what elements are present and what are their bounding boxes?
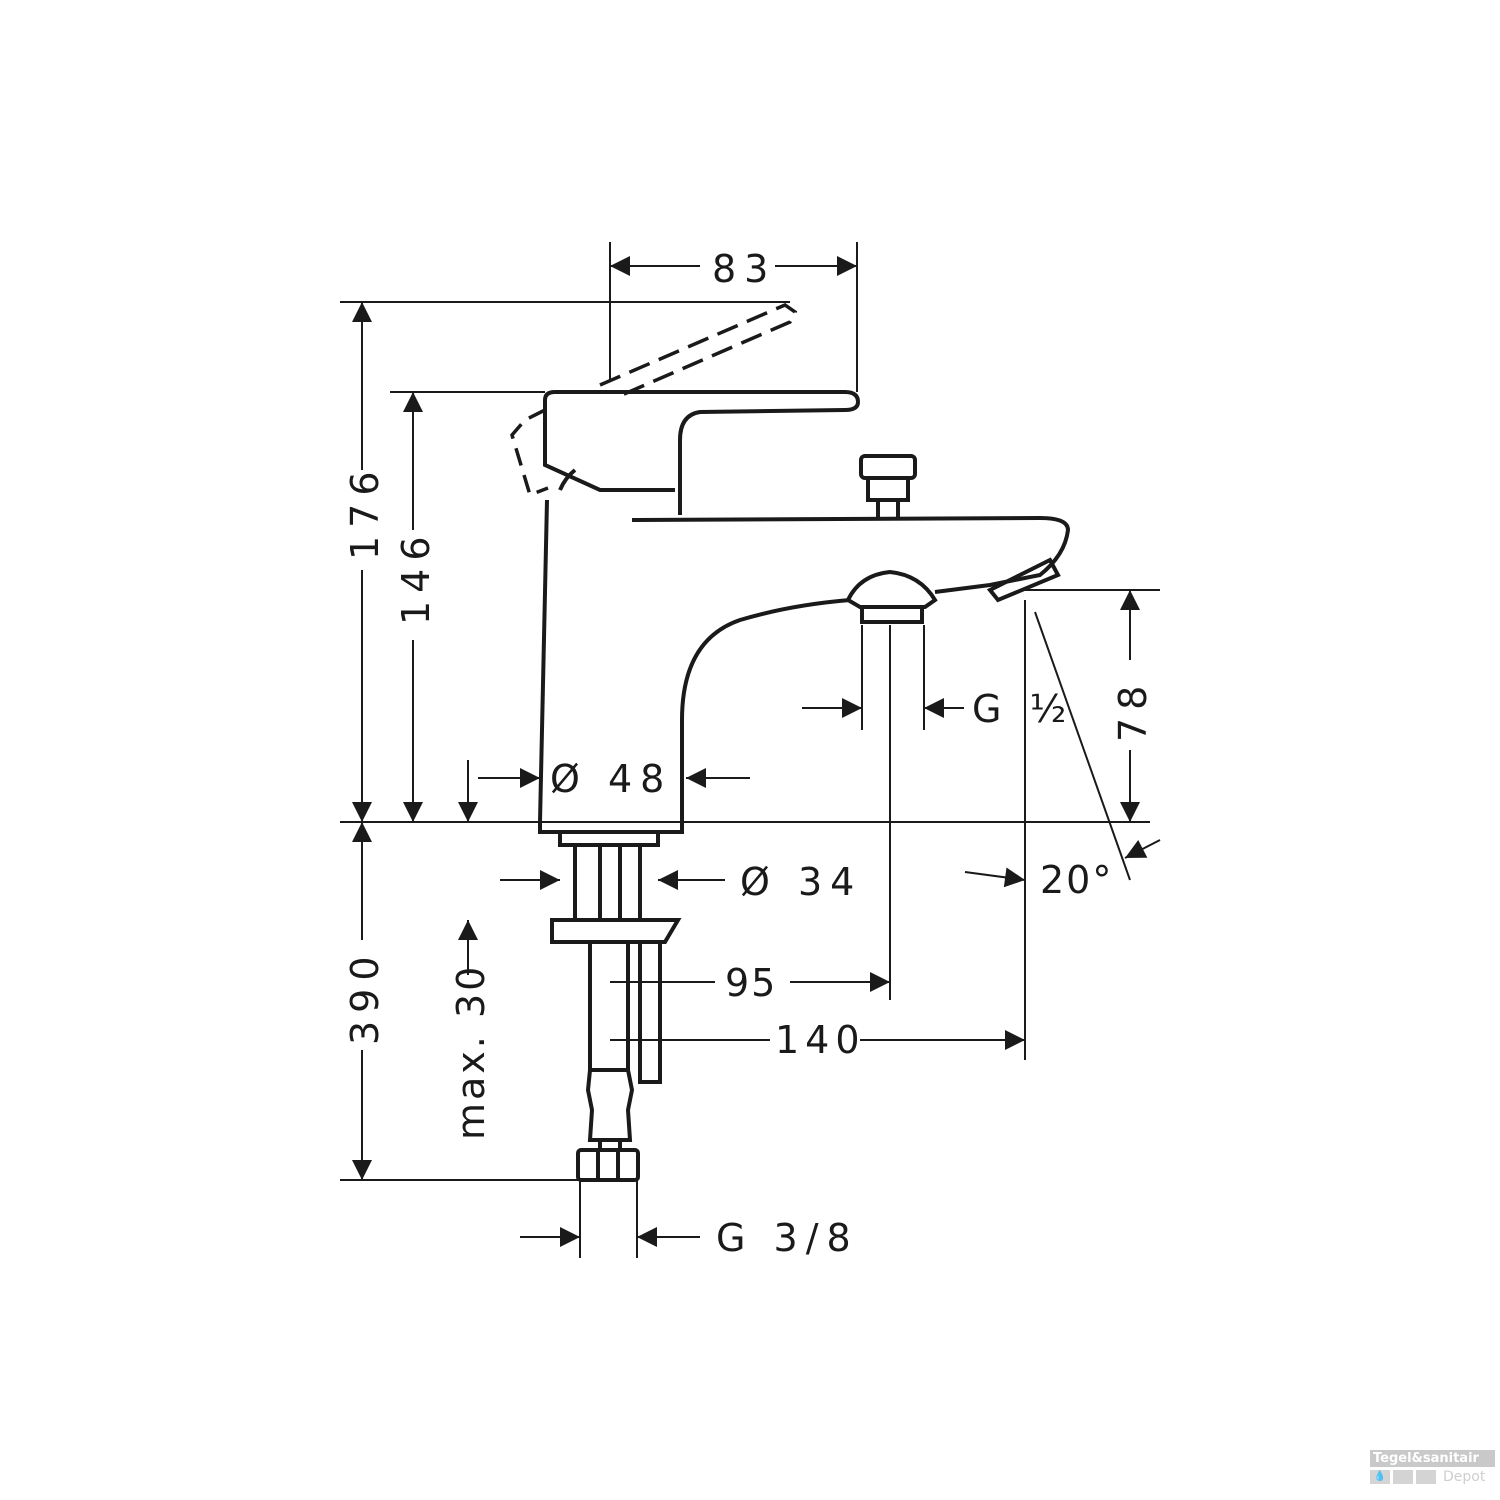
tile-square-icon <box>1416 1470 1436 1484</box>
dim-diameter-48: Ø 48 <box>550 757 672 801</box>
dim-95: 95 <box>725 961 777 1005</box>
dim-max-30: max. 30 <box>449 964 493 1140</box>
tile-square-icon <box>1393 1470 1413 1484</box>
dim-83: 83 <box>712 247 776 291</box>
water-drop-icon: 💧 <box>1370 1470 1390 1484</box>
dim-140: 140 <box>775 1018 866 1062</box>
watermark-depot: Depot <box>1443 1469 1486 1485</box>
dim-78: 78 <box>1111 678 1155 742</box>
dim-g-3-8: G 3/8 <box>716 1216 859 1260</box>
watermark-logo: Tegel&sanitair 💧 Depot <box>1370 1450 1495 1485</box>
dim-angle-20: 20° <box>1040 858 1113 902</box>
faucet-body <box>510 303 1071 1182</box>
dim-390: 390 <box>343 948 387 1045</box>
dim-146: 146 <box>394 528 438 625</box>
dimension-lines <box>352 256 1161 1247</box>
watermark-brand: Tegel&sanitair <box>1370 1450 1495 1467</box>
dim-176: 176 <box>343 463 387 560</box>
dim-diameter-34: Ø 34 <box>740 860 862 904</box>
dim-g-half: G ½ <box>972 687 1074 731</box>
